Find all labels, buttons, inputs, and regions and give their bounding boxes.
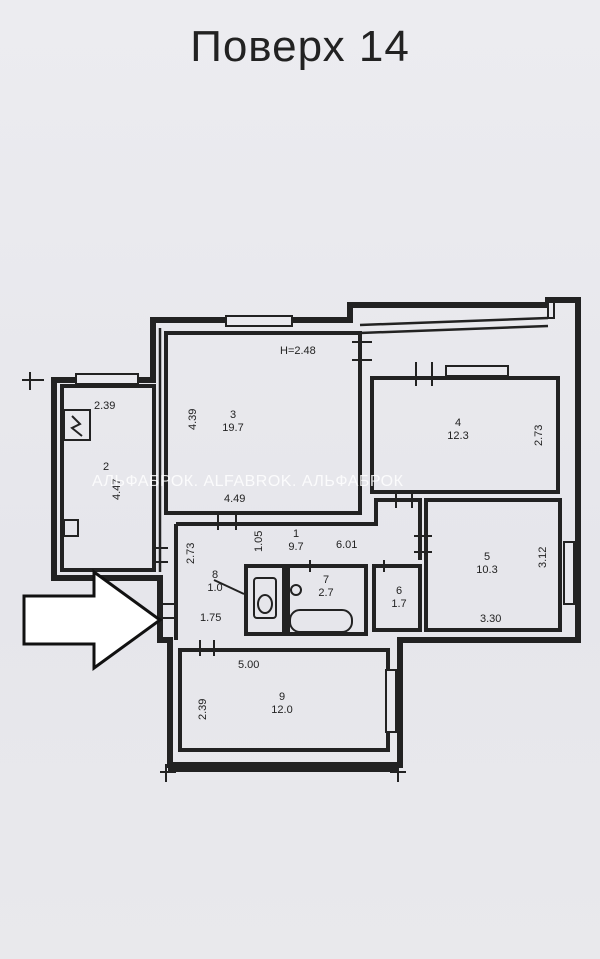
door-marks [22,341,433,782]
door-swing-line [213,579,245,595]
floor-title: Поверх 14 [190,22,410,71]
room-3-area: 19.7 [222,422,243,434]
room-5-number: 5 [484,551,490,563]
room-5-area: 10.3 [476,564,497,576]
dim-4-39: 4.39 [187,409,199,430]
room-1-area: 9.7 [288,541,303,553]
dimension-labels: H=2.48 2.39 4.47 4.39 4.49 2.73 6.01 1.0… [94,345,549,720]
dim-2-39-room9: 2.39 [197,699,209,720]
windows [75,301,575,733]
room-4-area: 12.3 [447,430,468,442]
room-8-number: 8 [212,569,218,581]
stove-icon [63,519,79,537]
bathtub-icon [289,609,353,633]
dim-3-30: 3.30 [480,613,501,625]
dim-5-00: 5.00 [238,659,259,671]
outer-wall-inner-line [158,316,549,572]
room-3-number: 3 [230,409,236,421]
dim-6-01: 6.01 [336,539,357,551]
dim-2-73-room4: 2.73 [533,425,545,446]
fixtures [63,409,353,633]
room-7-area: 2.7 [318,587,333,599]
room-6-number: 6 [396,585,402,597]
ceiling-height-label: H=2.48 [280,345,316,357]
toilet-icon [253,577,277,619]
room-9-area: 12.0 [271,704,292,716]
dim-1-05: 1.05 [253,531,265,552]
interior-walls [60,331,562,772]
dim-4-49: 4.49 [224,493,245,505]
dim-4-47: 4.47 [111,479,123,500]
electrical-panel-icon [63,409,91,441]
toilet-bowl-icon [257,594,273,614]
room-8-area: 1.0 [207,582,222,594]
room-labels: 3 19.7 4 12.3 2 1 9.7 5 10.3 6 1.7 7 2.7… [103,409,498,716]
room-2-number: 2 [103,461,109,473]
room-1-number: 1 [293,528,299,540]
sink-icon [290,584,302,596]
dim-3-12: 3.12 [537,547,549,568]
dim-1-75: 1.75 [200,612,221,624]
lightning-icon [70,415,83,437]
dim-2-39-top: 2.39 [94,400,115,412]
room-7-number: 7 [323,574,329,586]
room-6-area: 1.7 [391,598,406,610]
outer-walls [51,297,581,768]
room-9-number: 9 [279,691,285,703]
entrance-arrow-icon [22,569,163,671]
room-4-number: 4 [455,417,461,429]
dim-2-73-hall: 2.73 [185,543,197,564]
watermark: АЛЬФАБРОК. ALFABROK. АЛЬФАБРОК [92,473,404,490]
